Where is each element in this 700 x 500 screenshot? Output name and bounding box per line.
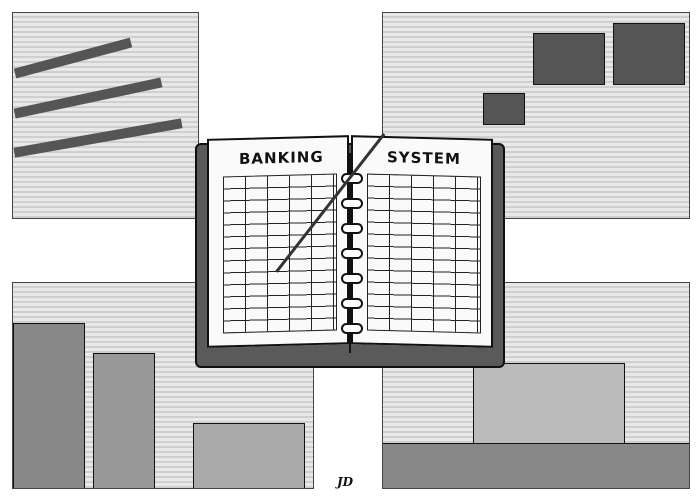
artist-signature: JD [337,475,354,489]
left-page-title: BANKING [239,147,324,169]
binder-ring [341,298,363,309]
ledger-grid [223,173,337,334]
right-page: SYSTEM [351,135,493,348]
binder-ring [341,323,363,334]
flag [483,93,525,125]
building [13,323,85,488]
ledger-grid [367,173,481,334]
flag [613,23,685,85]
binder-ring [341,273,363,284]
binder-ring [341,223,363,234]
binder-ring [341,198,363,209]
building [93,353,155,488]
binder-ring [341,248,363,259]
flag [533,33,605,85]
left-page: BANKING [207,135,349,348]
panel-city [12,282,314,489]
barn [473,363,625,455]
hills [383,443,689,488]
building [193,423,305,488]
panel-artillery [12,12,199,219]
ledger-book: BANKING SYSTEM [195,133,505,368]
right-page-title: SYSTEM [387,148,461,169]
panel-flags [382,12,690,219]
